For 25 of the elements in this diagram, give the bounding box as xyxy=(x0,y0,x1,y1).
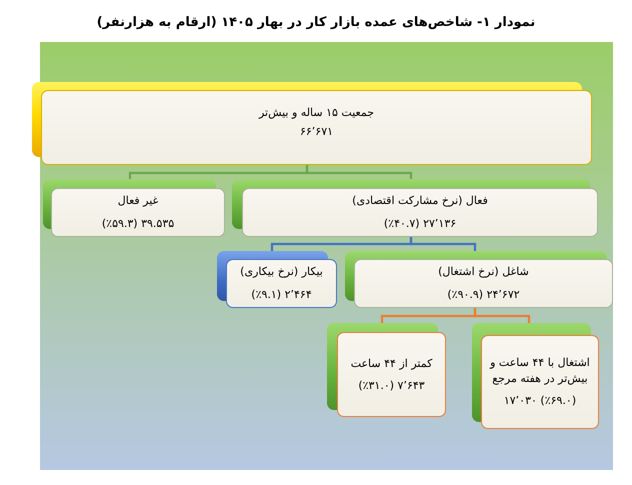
connector-line xyxy=(380,308,476,323)
org-chart-card xyxy=(327,323,446,417)
org-chart-card xyxy=(345,251,613,308)
count-value: ۲۴٬۶۷۲ (٪۹۰.۹) xyxy=(447,287,520,303)
connector-line xyxy=(270,237,412,251)
count-value: ۲۷٬۱۳۶ (٪۴۰.۷) xyxy=(384,216,456,232)
category-title: جمعیت ۱۵ ساله و بیش‌تر xyxy=(258,105,374,121)
org-chart-card xyxy=(217,251,337,308)
category-title: اشتغال با ۴۴ ساعت و بیش‌تر در هفته مرجع xyxy=(488,355,591,387)
org-chart-card xyxy=(232,179,598,237)
org-chart-card xyxy=(43,179,225,237)
count-value: (٪۶۹.۰) ۱۷٬۰۳۰ xyxy=(504,393,576,409)
count-value: ۶۶٬۶۷۱ xyxy=(300,124,334,140)
category-title: غیر فعال xyxy=(118,193,158,209)
category-title: کمتر از ۴۴ ساعت xyxy=(350,356,432,372)
org-chart-card xyxy=(32,82,592,165)
category-title: بیکار (نرخ بیکاری) xyxy=(240,264,323,280)
category-title: شاغل (نرخ اشتغال) xyxy=(438,264,529,280)
count-value: ۷٬۶۴۳ (٪۳۱.۰) xyxy=(358,378,425,394)
count-value: ۳۹.۵۳۵ (٪۵۹.۳) xyxy=(102,216,174,232)
category-title: فعال (نرخ مشارکت اقتصادی) xyxy=(352,193,488,209)
connector-line xyxy=(128,165,308,179)
count-value: ۲٬۴۶۴ (٪۹.۱) xyxy=(251,287,312,303)
org-chart-card xyxy=(472,323,599,429)
chart-title: نمودار ۱- شاخص‌های عمده بازار کار در بهار ۱۴۰۵ (ارقام به هزارنفر) xyxy=(96,14,536,31)
